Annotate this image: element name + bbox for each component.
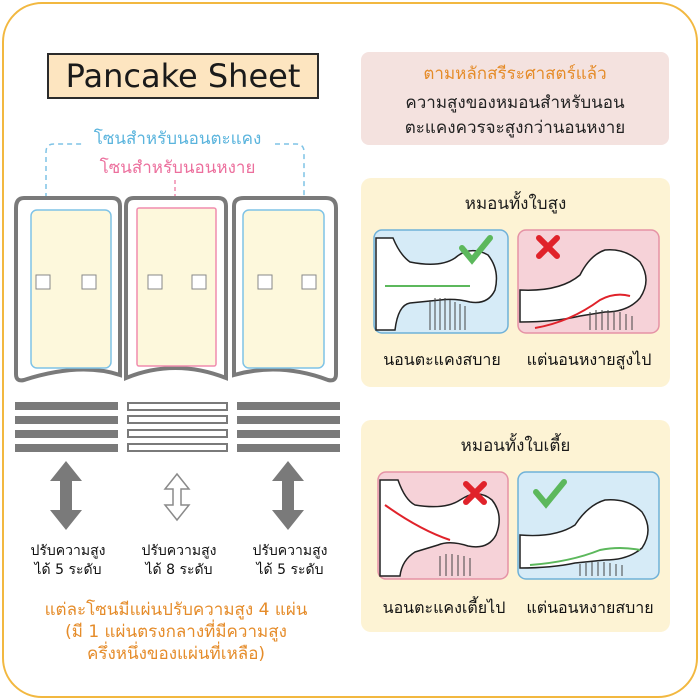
high-side-pillow	[429, 298, 466, 330]
check-icon	[533, 479, 567, 509]
page-title: Pancake Sheet	[47, 53, 319, 99]
left-tag-1	[35, 274, 51, 290]
low-back-pillow	[579, 562, 623, 576]
high-card-left-caption: นอนตะแคงสบาย	[383, 350, 501, 369]
right-insert	[242, 209, 325, 369]
low-side-head	[379, 479, 500, 577]
high-back-spine-line	[534, 293, 631, 329]
principle-box: ตามหลักสรีระศาสตร์แล้ว ความสูงของหมอนสำห…	[361, 52, 669, 145]
right-tag-2	[301, 274, 317, 290]
low-side-spine-line	[384, 504, 451, 541]
middle-tag-1	[147, 274, 163, 290]
low-back-head	[519, 499, 649, 569]
left-insert	[30, 209, 112, 369]
low-back-spine-line	[529, 547, 641, 566]
left-height-arrow	[50, 461, 82, 530]
back-sleep-zone-label: โซนสำหรับนอนหงาย	[99, 158, 256, 178]
side-sleep-zone-label: โซนสำหรับนอนตะแคง	[93, 129, 262, 149]
right-sheet-stack	[237, 402, 340, 452]
side-zone-bracket	[45, 143, 305, 207]
high-card-heading: หมอนทั้งใบสูง	[464, 194, 567, 214]
high-back-head	[519, 249, 647, 323]
middle-insert	[136, 207, 217, 367]
right-height-arrow	[272, 461, 304, 530]
right-tag-1	[257, 274, 273, 290]
principle-line-1: ความสูงของหมอนสำหรับนอน	[405, 93, 625, 113]
low-card-heading: หมอนทั้งใบเตี้ย	[460, 436, 571, 456]
left-sheet-stack	[15, 402, 118, 452]
cross-icon	[536, 235, 560, 259]
middle-height-arrow	[163, 472, 191, 522]
high-card-right-caption: แต่นอนหงายสูงไป	[526, 350, 652, 369]
sheet-note: แต่ละโซนมีแผ่นปรับความสูง 4 แผ่น (มี 1 แ…	[44, 600, 308, 664]
low-side-pillow	[439, 554, 471, 576]
principle-heading: ตามหลักสรีระศาสตร์แล้ว	[423, 64, 607, 84]
high-back-pillow	[589, 310, 633, 330]
middle-tag-2	[191, 274, 207, 290]
low-card-left-caption: นอนตะแคงเตี้ยไป	[382, 598, 506, 617]
middle-sheet-stack	[127, 402, 228, 452]
left-tag-2	[81, 274, 97, 290]
adjust-caption-middle: ปรับความสูงได้ 8 ระดับ	[141, 543, 217, 578]
adjust-caption-left: ปรับความสูงได้ 5 ระดับ	[30, 543, 106, 578]
adjust-caption-right: ปรับความสูงได้ 5 ระดับ	[252, 543, 328, 578]
low-card-right-caption: แต่นอนหงายสบาย	[526, 598, 654, 617]
high-side-head	[375, 237, 498, 331]
cross-icon	[463, 481, 487, 505]
principle-line-2: ตะแคงควรจะสูงกว่านอนหงาย	[404, 118, 626, 138]
check-icon	[459, 235, 493, 265]
